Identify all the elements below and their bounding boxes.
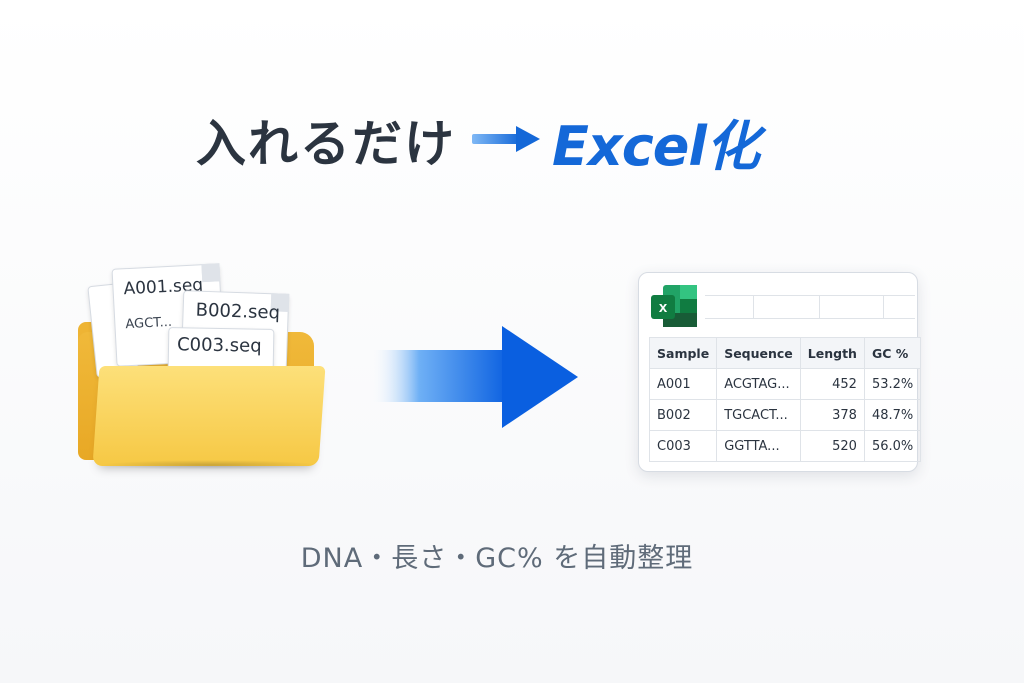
cell-sample: C003 bbox=[648, 430, 718, 462]
headline-lead: 入れるだけ bbox=[196, 115, 456, 173]
caption-text: DNA・長さ・GC% を自動整理 bbox=[300, 543, 694, 574]
file-name: B002.seq bbox=[195, 299, 281, 324]
table-row: A001 ACGTAG... 452 53.2% bbox=[648, 368, 922, 400]
column-header: GC % bbox=[863, 337, 922, 369]
cell-sample: B002 bbox=[648, 399, 718, 431]
spreadsheet-card: x Sample Sequence Length GC % A001 ACGTA… bbox=[638, 272, 922, 472]
file-preview: AGCT... bbox=[125, 314, 173, 333]
column-header: Sample bbox=[648, 337, 718, 369]
cell-gc: 53.2% bbox=[863, 368, 922, 400]
folder-illustration: A001.seq AGCT... B002.seq C003.seq bbox=[70, 262, 330, 472]
headline-target: Excel化 bbox=[552, 115, 760, 178]
cell-length: 452 bbox=[799, 368, 865, 400]
excel-icon: x bbox=[651, 285, 697, 327]
sheet-header-grid bbox=[705, 295, 915, 319]
cell-gc: 56.0% bbox=[863, 430, 922, 462]
cell-sample: A001 bbox=[648, 368, 718, 400]
cell-length: 378 bbox=[799, 399, 865, 431]
cell-sequence: GGTTA... bbox=[716, 430, 801, 462]
folder-front bbox=[92, 366, 326, 466]
spreadsheet-table: Sample Sequence Length GC % A001 ACGTAG.… bbox=[648, 337, 922, 462]
arrow-right-icon bbox=[472, 126, 540, 152]
table-row: B002 TGCACT... 378 48.7% bbox=[648, 399, 922, 431]
cell-gc: 48.7% bbox=[863, 399, 922, 431]
arrow-right-icon bbox=[370, 326, 578, 428]
table-row: C003 GGTTA... 520 56.0% bbox=[648, 430, 922, 462]
cell-sequence: ACGTAG... bbox=[716, 368, 801, 400]
svg-text:x: x bbox=[659, 299, 668, 316]
table-header-row: Sample Sequence Length GC % bbox=[648, 337, 922, 369]
column-header: Length bbox=[799, 337, 865, 369]
cell-length: 520 bbox=[799, 430, 865, 462]
cell-sequence: TGCACT... bbox=[716, 399, 801, 431]
column-header: Sequence bbox=[716, 337, 801, 369]
file-name: C003.seq bbox=[176, 334, 262, 357]
caption: DNA・長さ・GC% を自動整理 bbox=[0, 536, 1024, 575]
headline: 入れるだけ Excel化 bbox=[0, 100, 1024, 180]
